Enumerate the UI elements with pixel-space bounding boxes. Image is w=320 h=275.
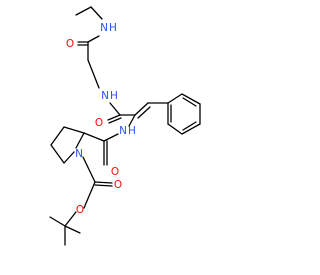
atom-o-top: O [66,38,74,50]
bond-ring-2 [181,93,201,105]
bond-co-mid-b [108,117,122,124]
bond-pyr-3 [50,144,65,164]
bond-co-boc-a [94,181,113,184]
bond-ring-inner-2 [182,121,197,131]
molecule-structure: O N H N H O N H O N O O [49,6,201,246]
atom-h-top: H [109,22,117,34]
bond-calpha-nh [128,114,136,127]
bond-ethyl-ch2-n [90,6,103,20]
bond-ring-5 [167,123,183,135]
atom-o-mid: O [95,117,103,129]
atom-h-mid: H [110,90,118,102]
bond-ch2-n-mid [87,59,100,89]
bond-ring-1 [167,93,183,104]
bond-calpha-cbeta-b [137,106,151,119]
bond-tbu-me2 [64,225,81,234]
bond-pyr-2 [50,126,65,146]
bond-carbonyl-pro-calpha [83,132,105,142]
atom-h-amide: H [128,125,136,137]
atom-n-top: N [100,22,108,34]
atom-n-mid: N [101,90,109,102]
bond-lines [49,6,201,246]
bond-n-mid-carbonyl [109,102,121,116]
bond-o-tbu [64,211,77,227]
bond-n-boc-carbonyl [82,156,96,183]
bond-ethyl-ch3 [75,6,92,16]
atom-o-ester: O [76,204,84,216]
bond-pyr-4 [63,151,75,164]
bond-boc-carbonyl-o [83,181,96,209]
bond-pyr-5 [75,132,85,149]
bond-co-mid-a [107,114,121,121]
bond-nh-carbonyl-pro [103,133,119,142]
bond-calpha-cbeta-a [134,102,149,116]
atom-n-ring: N [75,148,83,160]
bond-n-carbonyl-top [87,35,100,43]
bond-ring-4 [181,123,201,135]
atom-labels: O N H N H O N H O N O O [66,22,136,216]
atom-o-amide: O [111,166,119,178]
bond-ring-inner-1 [182,97,197,107]
bond-tbu-me1 [49,216,66,227]
atom-n-amide: N [119,125,127,137]
bond-pyr-1 [63,126,85,134]
atom-o-carbonyl: O [114,179,122,191]
bond-co-boc-b [94,184,113,187]
